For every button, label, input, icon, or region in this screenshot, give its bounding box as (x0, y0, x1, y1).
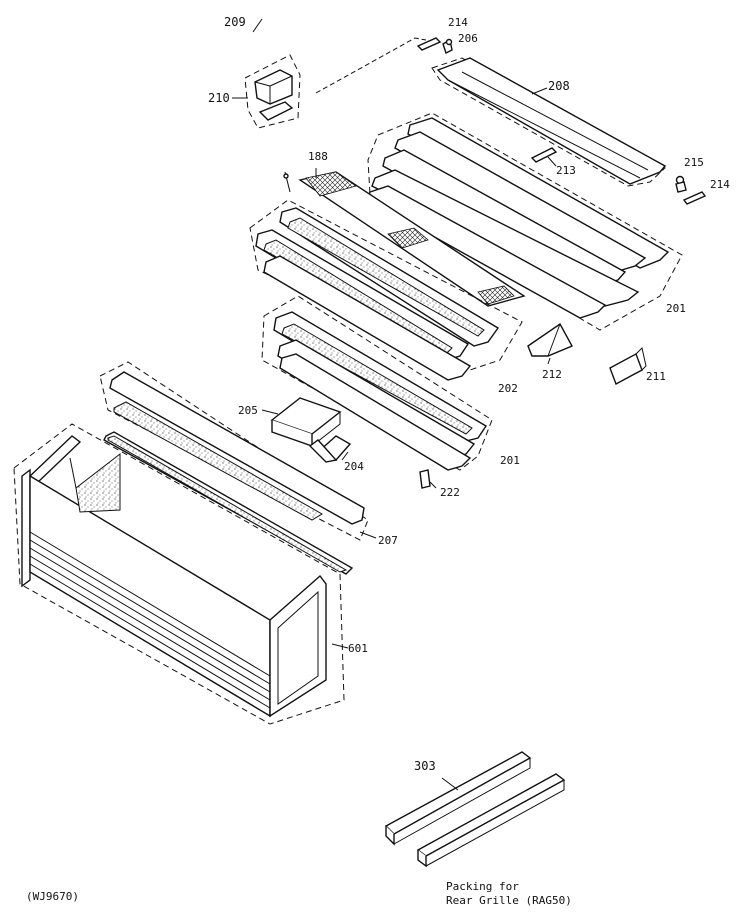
part-201-lower-rails (261, 295, 493, 471)
label-215: 215 (684, 156, 704, 169)
label-214-right: 214 (710, 178, 730, 191)
part-213-strip (530, 147, 558, 167)
label-201-lower: 201 (500, 454, 520, 467)
part-215-fastener (675, 175, 687, 193)
part-207-panel-set (99, 361, 377, 575)
label-222: 222 (440, 486, 460, 499)
label-210: 210 (208, 91, 230, 105)
packing-note-line2: Rear Grille (RAG50) (446, 894, 572, 907)
label-205: 205 (238, 404, 258, 417)
part-210-bracket (232, 54, 301, 129)
part-206-fastener (442, 38, 453, 54)
part-211-bracket (609, 347, 647, 385)
label-214-top: 214 (448, 16, 468, 29)
label-204: 204 (344, 460, 364, 473)
part-601-front-grille (13, 423, 349, 725)
part-212-bracket (527, 322, 573, 365)
label-208: 208 (548, 79, 570, 93)
part-205-box (261, 397, 342, 447)
part-214-clip-top (416, 37, 442, 51)
part-labels: 209 214 206 210 208 188 213 215 214 201 … (208, 15, 730, 773)
part-201-upper-rails (367, 112, 683, 331)
label-212: 212 (542, 368, 562, 381)
part-303-packing-strips (384, 751, 566, 868)
label-209: 209 (224, 15, 246, 29)
part-208-rail (431, 57, 667, 187)
part-222-clip (419, 469, 437, 489)
label-188: 188 (308, 150, 328, 163)
label-303: 303 (414, 759, 436, 773)
label-207: 207 (378, 534, 398, 547)
label-213: 213 (556, 164, 576, 177)
packing-note-line1: Packing for (446, 880, 519, 893)
label-202: 202 (498, 382, 518, 395)
label-211: 211 (646, 370, 666, 383)
label-206: 206 (458, 32, 478, 45)
part-202-middle-rails (249, 199, 523, 381)
part-209-screw (252, 18, 263, 33)
label-201-upper: 201 (666, 302, 686, 315)
model-code: (WJ9670) (26, 890, 79, 903)
part-204-pad (308, 435, 352, 463)
part-188-mesh-filter (283, 168, 526, 307)
label-601: 601 (348, 642, 368, 655)
part-214-clip-right (682, 191, 707, 205)
